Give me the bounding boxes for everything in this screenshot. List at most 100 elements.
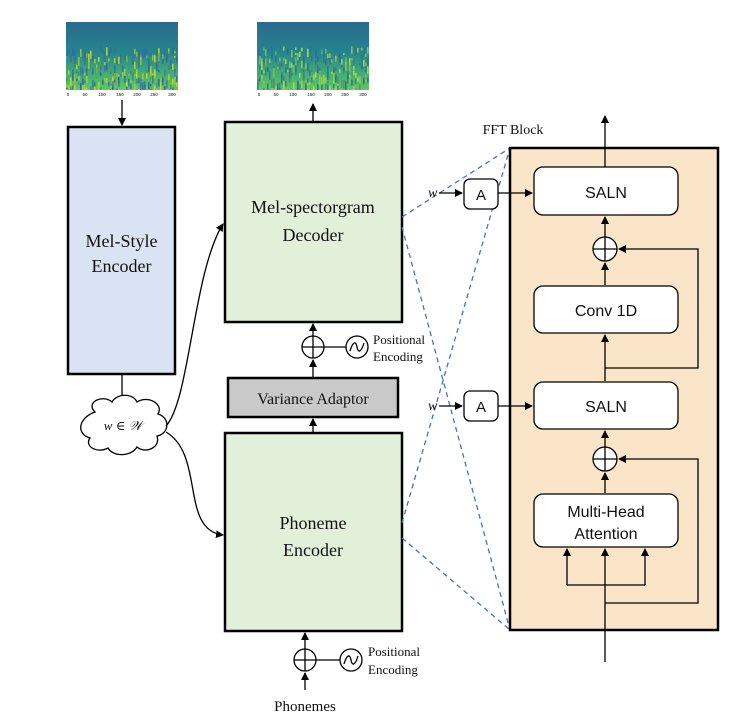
spectrogram-streak	[170, 66, 172, 69]
spectrogram-streak	[112, 76, 114, 85]
spectrogram-streak	[337, 85, 339, 90]
arrow-cloud-to-decoder	[165, 223, 224, 427]
phonemes-input-label: Phonemes	[274, 699, 336, 715]
spectrogram-streak	[265, 68, 267, 76]
spectrogram-streak	[128, 73, 130, 76]
spectrogram-streak	[303, 63, 305, 73]
spectrogram-streak	[355, 73, 357, 78]
tick-label: 150	[307, 92, 315, 97]
tick-label: 0	[67, 92, 70, 97]
multi-head-attention-label-1: Multi-Head	[567, 504, 644, 521]
spectrogram-streak	[281, 62, 283, 67]
spectrogram-streak	[327, 84, 329, 90]
spectrogram-streak	[110, 85, 112, 89]
spectrogram-streak	[293, 82, 295, 90]
style-vector-cloud: w ∈ 𝒲	[80, 394, 168, 456]
spectrogram-streak	[124, 75, 126, 83]
spectrogram-streak	[285, 59, 287, 64]
spectrogram-streak	[70, 54, 72, 61]
spectrogram-streak	[349, 78, 351, 84]
spectrogram-streak	[176, 57, 178, 65]
spectrogram-streak	[126, 55, 128, 63]
spectrogram-streak	[307, 81, 309, 85]
spectrogram-streak	[174, 53, 176, 56]
spectrogram-streak	[299, 53, 301, 62]
spectrogram-streak	[265, 49, 267, 56]
spectrogram-streak	[84, 57, 86, 66]
spectrogram-streak	[351, 59, 353, 62]
spectrogram-streak	[289, 61, 291, 68]
spectrogram-streak	[134, 48, 136, 55]
spectrogram-streak	[166, 53, 168, 63]
variance-adaptor-box	[226, 376, 400, 419]
spectrogram-streak	[154, 74, 156, 79]
spectrogram-streak	[72, 47, 74, 57]
spectrogram-streak	[70, 81, 72, 89]
spectrogram-streak	[295, 65, 297, 71]
spectrogram-streak	[353, 65, 355, 70]
spectrogram-streak	[78, 71, 80, 76]
spectrogram-streak	[297, 59, 299, 65]
spectrogram-streak	[269, 72, 271, 80]
spectrogram-streak	[271, 46, 273, 52]
spectrogram-streak	[331, 52, 333, 60]
spectrogram-streak	[68, 49, 70, 53]
spectrogram-streak	[295, 57, 297, 66]
spectrogram-streak	[325, 77, 327, 84]
spectrogram-streak	[160, 77, 162, 85]
spectrogram-streak	[152, 75, 154, 84]
spectrogram-streak	[148, 58, 150, 68]
spectrogram-streak	[327, 80, 329, 84]
residual-adder-2	[592, 236, 618, 262]
spectrogram-streak	[122, 70, 124, 78]
spectrogram-streak	[329, 53, 331, 58]
spectrogram-streak	[70, 77, 72, 86]
spectrogram-streak	[104, 52, 106, 60]
spectrogram-streak	[279, 82, 281, 90]
spectrogram-streak	[263, 60, 265, 66]
spectrogram-streak	[176, 76, 178, 85]
spectrogram-streak	[74, 80, 76, 84]
spectrogram-streak	[146, 48, 148, 56]
spectrogram-streak	[86, 54, 88, 60]
spectrogram-streak	[144, 81, 146, 90]
spectrogram-streak	[323, 49, 325, 59]
spectrogram-streak	[108, 81, 110, 87]
spectrogram-streak	[271, 52, 273, 61]
spectrogram-streak	[82, 75, 84, 78]
spectrogram-streak	[74, 74, 76, 81]
spectrogram-streak	[349, 74, 351, 78]
spectrogram-streak	[367, 61, 369, 69]
tick-label: 100	[289, 92, 297, 97]
spectrogram-streak	[96, 68, 98, 72]
spectrogram-streak	[142, 73, 144, 76]
spectrogram-streak	[275, 51, 277, 55]
spectrogram-streak	[72, 73, 74, 81]
positional-encoding-bottom-label-1: Positional	[368, 644, 420, 659]
positional-encoding-bottom-icon	[339, 648, 363, 672]
spectrogram-streak	[295, 52, 297, 55]
spectrogram-streak	[339, 70, 341, 73]
spectrogram-streak	[114, 48, 116, 53]
spectrogram-streak	[345, 61, 347, 71]
spectrogram-streak	[134, 83, 136, 90]
spectrogram-streak	[158, 52, 160, 62]
spectrogram-streak	[130, 71, 132, 74]
spectrogram-streak	[341, 64, 343, 68]
spectrogram-streak	[359, 62, 361, 66]
spectrogram-streak	[333, 84, 335, 89]
spectrogram-streak	[335, 48, 337, 51]
spectrogram-streak	[351, 46, 353, 55]
spectrogram-streak	[68, 85, 70, 90]
spectrogram-streak	[361, 59, 363, 69]
spectrogram-streak	[84, 72, 86, 76]
spectrogram-right-ticks: 0 50 100 150 200 250 300	[258, 92, 368, 97]
spectrogram-streak	[293, 64, 295, 73]
mel-decoder-box	[223, 120, 404, 324]
phoneme-encoder-label-2: Encoder	[283, 540, 343, 560]
saln-mid-label: SALN	[585, 399, 627, 416]
spectrogram-streak	[365, 53, 367, 57]
spectrogram-streak	[150, 53, 152, 57]
spectrogram-streak	[174, 68, 176, 78]
spectrogram-streak	[84, 51, 86, 58]
